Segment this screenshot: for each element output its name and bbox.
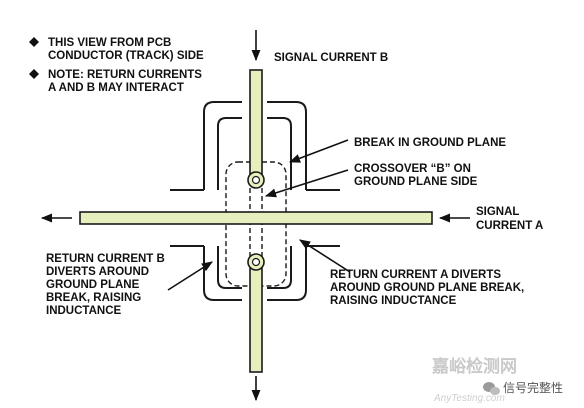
leader-return-a (299, 239, 351, 273)
label-signal-current-b: SIGNAL CURRENT B (274, 52, 388, 64)
diamond-bullet-icon (29, 69, 39, 79)
wechat-icon (483, 382, 500, 395)
trace-signal-a (79, 211, 433, 225)
trace-signal-b-top (249, 69, 263, 181)
label-crossover-line-2: GROUND PLANE SIDE (354, 176, 478, 188)
note-2-line-1: NOTE: RETURN CURRENTS (48, 69, 202, 81)
watermark: 嘉峪检测网 AnyTesting.com 信号完整性 (431, 356, 563, 404)
label-return-a-line-2: AROUND GROUND PLANE BREAK, (330, 282, 524, 294)
watermark-wechat: 信号完整性 (503, 380, 563, 395)
label-signal-a-line-2: CURRENT A (476, 220, 543, 232)
return-path-bottom-left (203, 246, 242, 301)
return-path-top-right (267, 101, 307, 190)
label-return-a-line-1: RETURN CURRENT A DIVERTS (330, 269, 501, 281)
return-path-bottom-right-inner (267, 246, 292, 289)
leader-break-ground (288, 139, 349, 163)
notes: THIS VIEW FROM PCB CONDUCTOR (TRACK) SID… (29, 37, 204, 94)
diamond-bullet-icon (29, 37, 39, 47)
label-break-in-ground-plane: BREAK IN GROUND PLANE (354, 137, 506, 149)
note-1-line-1: THIS VIEW FROM PCB (48, 37, 171, 49)
return-path-bottom-right (267, 246, 307, 301)
label-return-b-line-1: RETURN CURRENT B (46, 253, 165, 265)
note-2-line-2: A AND B MAY INTERACT (48, 82, 184, 94)
label-return-b-line-3: GROUND PLANE (46, 279, 140, 291)
return-current-paths (170, 101, 340, 301)
current-arrows (40, 30, 470, 402)
return-path-bottom-left-inner (217, 246, 242, 289)
leader-lines (167, 139, 351, 291)
note-1-line-2: CONDUCTOR (TRACK) SIDE (48, 50, 204, 62)
label-return-b-line-4: BREAK, RAISING (46, 292, 141, 304)
label-return-b-line-5: INDUCTANCE (46, 305, 122, 317)
signal-traces (79, 69, 433, 373)
watermark-main: 嘉峪检测网 (431, 356, 517, 377)
callout-labels: SIGNAL CURRENT B BREAK IN GROUND PLANE C… (46, 52, 543, 317)
return-path-top-right-inner (267, 117, 292, 190)
leader-crossover (264, 169, 349, 198)
label-return-b-line-2: DIVERTS AROUND (46, 266, 149, 278)
return-path-top-left-inner (217, 117, 242, 190)
label-signal-a-line-1: SIGNAL (476, 206, 519, 218)
watermark-url: AnyTesting.com (433, 393, 505, 404)
label-return-a-line-3: RAISING INDUCTANCE (330, 295, 457, 307)
label-crossover-line-1: CROSSOVER “B” ON (354, 163, 471, 175)
via-icon (251, 257, 261, 267)
leader-return-b (167, 261, 213, 291)
return-path-top-left (203, 101, 242, 190)
via-icon (251, 175, 261, 185)
trace-signal-b-bottom (249, 261, 263, 373)
